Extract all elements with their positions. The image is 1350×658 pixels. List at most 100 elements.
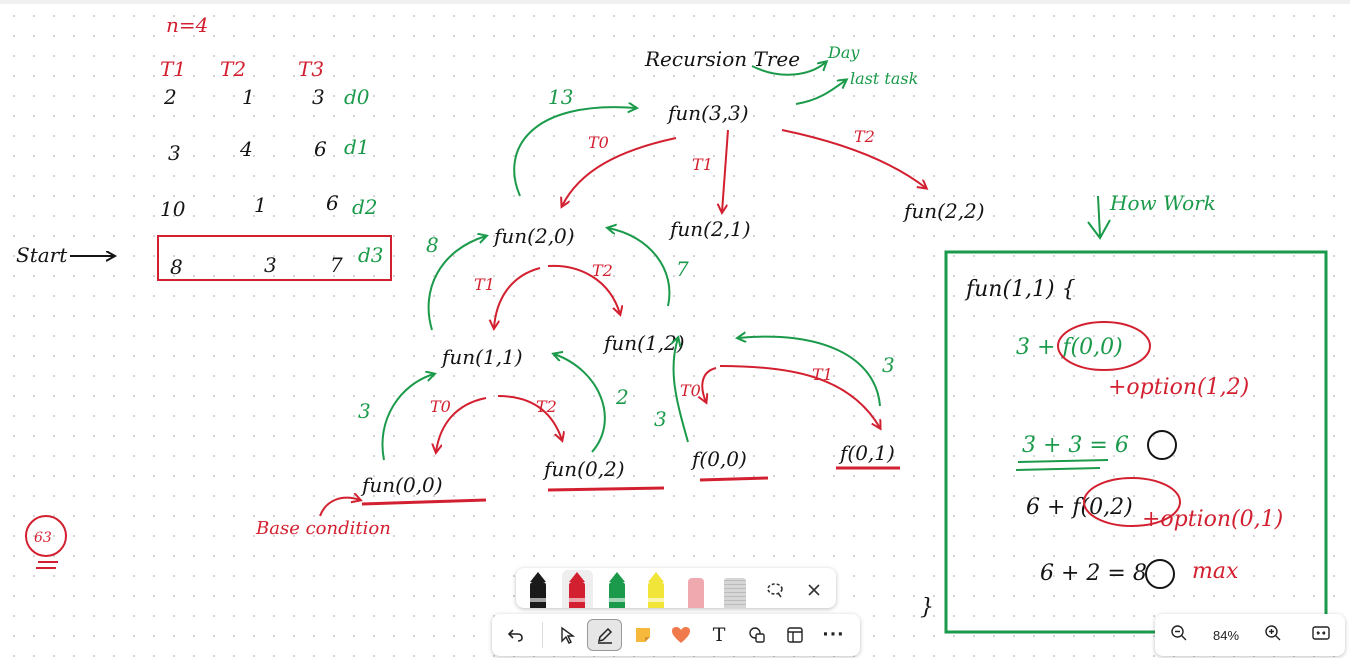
tree-node: fun(1,1) xyxy=(440,345,523,369)
doodle-circle xyxy=(25,515,67,557)
return-arrow xyxy=(513,107,636,197)
yellow-highlighter[interactable] xyxy=(641,570,673,608)
tree-node-root: fun(3,3) xyxy=(666,101,749,125)
return-value: 7 xyxy=(676,257,689,281)
frame-icon[interactable] xyxy=(778,619,813,651)
doodle-underline xyxy=(36,561,58,569)
edge-label: T1 xyxy=(474,275,495,294)
table-header-t1: T1 xyxy=(160,57,186,81)
underline xyxy=(547,486,665,492)
edge-label: T0 xyxy=(430,397,451,416)
branch-arrow xyxy=(562,137,677,206)
branch-arrow xyxy=(702,367,717,402)
table-cell: 8 xyxy=(170,255,183,279)
undo-icon[interactable] xyxy=(498,619,533,651)
edge-label: T1 xyxy=(812,365,833,384)
return-value: 13 xyxy=(548,85,573,109)
how-work-line: 3 + f(0,0) xyxy=(1016,335,1123,360)
return-arrow xyxy=(427,236,486,331)
return-value: 2 xyxy=(615,385,629,409)
day-label: d0 xyxy=(344,85,370,109)
edge-label: T0 xyxy=(680,381,701,400)
lasso-icon[interactable] xyxy=(759,572,791,608)
table-cell: 1 xyxy=(242,85,255,109)
branch-arrow xyxy=(722,129,729,212)
day-label: d3 xyxy=(358,243,384,267)
close-icon[interactable] xyxy=(799,572,831,608)
table-cell: 7 xyxy=(330,253,343,277)
circle-mark xyxy=(1145,559,1175,589)
edge-label: T2 xyxy=(536,397,557,416)
edge-label: T2 xyxy=(854,127,875,146)
sticky-note-icon[interactable] xyxy=(625,619,660,651)
return-arrow xyxy=(608,228,671,307)
tree-title: Recursion Tree xyxy=(644,47,800,71)
edge-label: T1 xyxy=(692,155,713,174)
zoom-level[interactable]: 84% xyxy=(1212,627,1240,643)
last-task-arrow xyxy=(795,80,846,105)
table-cell: 10 xyxy=(160,197,186,221)
red-pen[interactable] xyxy=(561,570,593,608)
edge-label: T2 xyxy=(592,261,613,280)
base-condition-note: Base condition xyxy=(255,518,391,539)
return-value: 3 xyxy=(882,353,895,377)
green-pen[interactable] xyxy=(601,570,633,608)
base-condition-arrow xyxy=(319,498,360,517)
return-arrow xyxy=(554,354,606,453)
circle-mark xyxy=(1057,321,1151,371)
table-cell: 2 xyxy=(163,85,177,109)
text-icon[interactable]: T xyxy=(712,624,726,646)
tree-node: fun(2,2) xyxy=(902,199,985,223)
start-label: Start xyxy=(16,243,68,267)
day-label: d1 xyxy=(344,135,370,159)
tree-node: f(0,0) xyxy=(690,447,747,471)
shapes-icon[interactable] xyxy=(740,619,775,651)
table-cell: 3 xyxy=(168,141,181,165)
branch-arrow xyxy=(719,365,880,428)
day-label: d2 xyxy=(352,195,378,219)
fit-to-screen-icon[interactable] xyxy=(1307,625,1335,645)
tree-node: fun(0,2) xyxy=(542,457,625,481)
heart-icon[interactable] xyxy=(663,619,698,651)
underline xyxy=(699,476,769,482)
table-cell: 3 xyxy=(312,85,325,109)
pen-icon[interactable] xyxy=(587,619,623,651)
bottom-toolbar: T ··· xyxy=(492,614,860,656)
branch-arrow xyxy=(494,267,541,328)
return-value: 3 xyxy=(358,399,371,423)
day-note: Day xyxy=(827,43,860,62)
eraser[interactable] xyxy=(680,570,712,608)
branch-arrow xyxy=(547,264,620,314)
return-value: 3 xyxy=(654,407,667,431)
table-header-t2: T2 xyxy=(220,57,246,81)
select-icon[interactable] xyxy=(549,619,584,651)
zoom-in-icon[interactable] xyxy=(1259,624,1287,646)
last-task-note: last task xyxy=(850,69,918,88)
return-arrow xyxy=(738,337,881,407)
how-work-line: 6 + 2 = 8 xyxy=(1040,561,1147,586)
zoom-out-icon[interactable] xyxy=(1165,624,1193,646)
how-work-line: } xyxy=(920,595,934,620)
underline xyxy=(1015,459,1109,471)
table-cell: 6 xyxy=(326,191,339,215)
ruler[interactable] xyxy=(720,570,752,608)
more-icon[interactable]: ··· xyxy=(822,625,845,645)
table-cell: 1 xyxy=(254,193,267,217)
black-pen[interactable] xyxy=(522,570,554,608)
how-work-line: 3 + 3 = 6 xyxy=(1022,433,1129,458)
how-work-arrow xyxy=(1087,195,1111,240)
underline xyxy=(361,498,487,506)
tree-node: fun(2,1) xyxy=(668,217,751,241)
tree-node: fun(0,0) xyxy=(360,473,443,497)
n-label: n=4 xyxy=(166,13,208,37)
branch-arrow xyxy=(781,129,926,188)
table-cell: 3 xyxy=(264,253,277,277)
how-work-line: +option(1,2) xyxy=(1108,375,1249,400)
table-cell: 4 xyxy=(239,137,253,161)
toolbar-divider xyxy=(542,622,544,648)
tree-node: fun(2,0) xyxy=(492,224,575,248)
zoom-controls: 84% xyxy=(1155,614,1345,656)
tree-node: fun(1,2) xyxy=(602,331,685,355)
how-work-box xyxy=(944,250,1328,634)
